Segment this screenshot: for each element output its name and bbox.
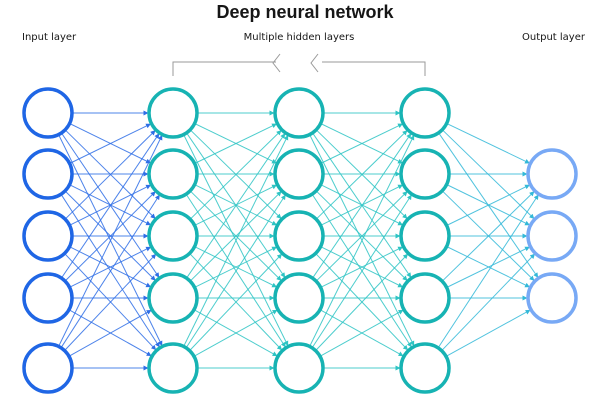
hidden-2-node: [273, 87, 325, 139]
connection-edge: [64, 130, 156, 220]
connections: [58, 110, 539, 371]
hidden-1-node: [147, 210, 199, 262]
hidden-3-node: [399, 342, 451, 394]
hidden-2-node: [273, 148, 325, 200]
connection-edge: [186, 133, 286, 279]
connection-edge: [309, 134, 415, 347]
hidden-layers-bracket: [172, 53, 426, 76]
hidden-2-node: [273, 210, 325, 262]
input-node: [22, 148, 74, 200]
connection-edge: [69, 184, 152, 226]
connection-edge: [315, 191, 408, 282]
output-layer-label: Output layer: [522, 32, 586, 43]
connection-edge: [183, 134, 289, 347]
connection-edge: [320, 123, 403, 164]
connection-edge: [189, 253, 283, 351]
connection-edge: [60, 194, 160, 349]
diagram-title: Deep neural network: [216, 2, 394, 22]
hidden-1-node: [147, 148, 199, 200]
connection-edge: [193, 309, 278, 357]
connection-edge: [446, 184, 530, 226]
connection-edge: [189, 191, 282, 282]
connection-edge: [311, 194, 412, 349]
hidden-3-node: [399, 87, 451, 139]
connection-edge: [445, 309, 531, 357]
connection-edge: [315, 253, 409, 351]
hidden-3-node: [399, 272, 451, 324]
hidden-3-node: [399, 210, 451, 262]
connection-edge: [194, 184, 278, 226]
connection-edge: [58, 134, 163, 347]
connection-edge: [64, 253, 157, 351]
hidden-2-node: [273, 342, 325, 394]
input-node: [22, 210, 74, 262]
neurons: [22, 87, 578, 394]
input-layer-label: Input layer: [22, 32, 77, 43]
input-node: [22, 87, 74, 139]
output-node: [526, 210, 578, 262]
connection-edge: [437, 194, 539, 349]
hidden-3-node: [399, 148, 451, 200]
output-node: [526, 272, 578, 324]
connection-edge: [64, 253, 157, 351]
connection-edge: [312, 133, 412, 279]
connection-edge: [185, 194, 286, 349]
connection-edge: [189, 130, 282, 220]
hidden-1-node: [147, 342, 199, 394]
connection-edge: [69, 123, 151, 164]
connection-edge: [68, 309, 152, 357]
connection-edge: [441, 191, 535, 282]
input-node: [22, 272, 74, 324]
hidden-1-node: [147, 87, 199, 139]
output-node: [526, 148, 578, 200]
connection-edge: [446, 246, 530, 288]
input-node: [22, 342, 74, 394]
connection-edge: [319, 309, 404, 357]
connection-edge: [315, 130, 408, 220]
connection-edge: [64, 191, 156, 282]
connection-edge: [446, 122, 530, 164]
connection-edge: [194, 123, 277, 164]
connection-edge: [194, 246, 278, 288]
connection-edge: [320, 246, 404, 288]
connection-edge: [60, 133, 160, 279]
connection-edge: [320, 184, 404, 226]
hidden-1-node: [147, 272, 199, 324]
hidden-2-node: [273, 272, 325, 324]
connection-edge: [69, 246, 152, 288]
hidden-layers-label: Multiple hidden layers: [244, 32, 355, 43]
connection-edge: [441, 253, 536, 352]
